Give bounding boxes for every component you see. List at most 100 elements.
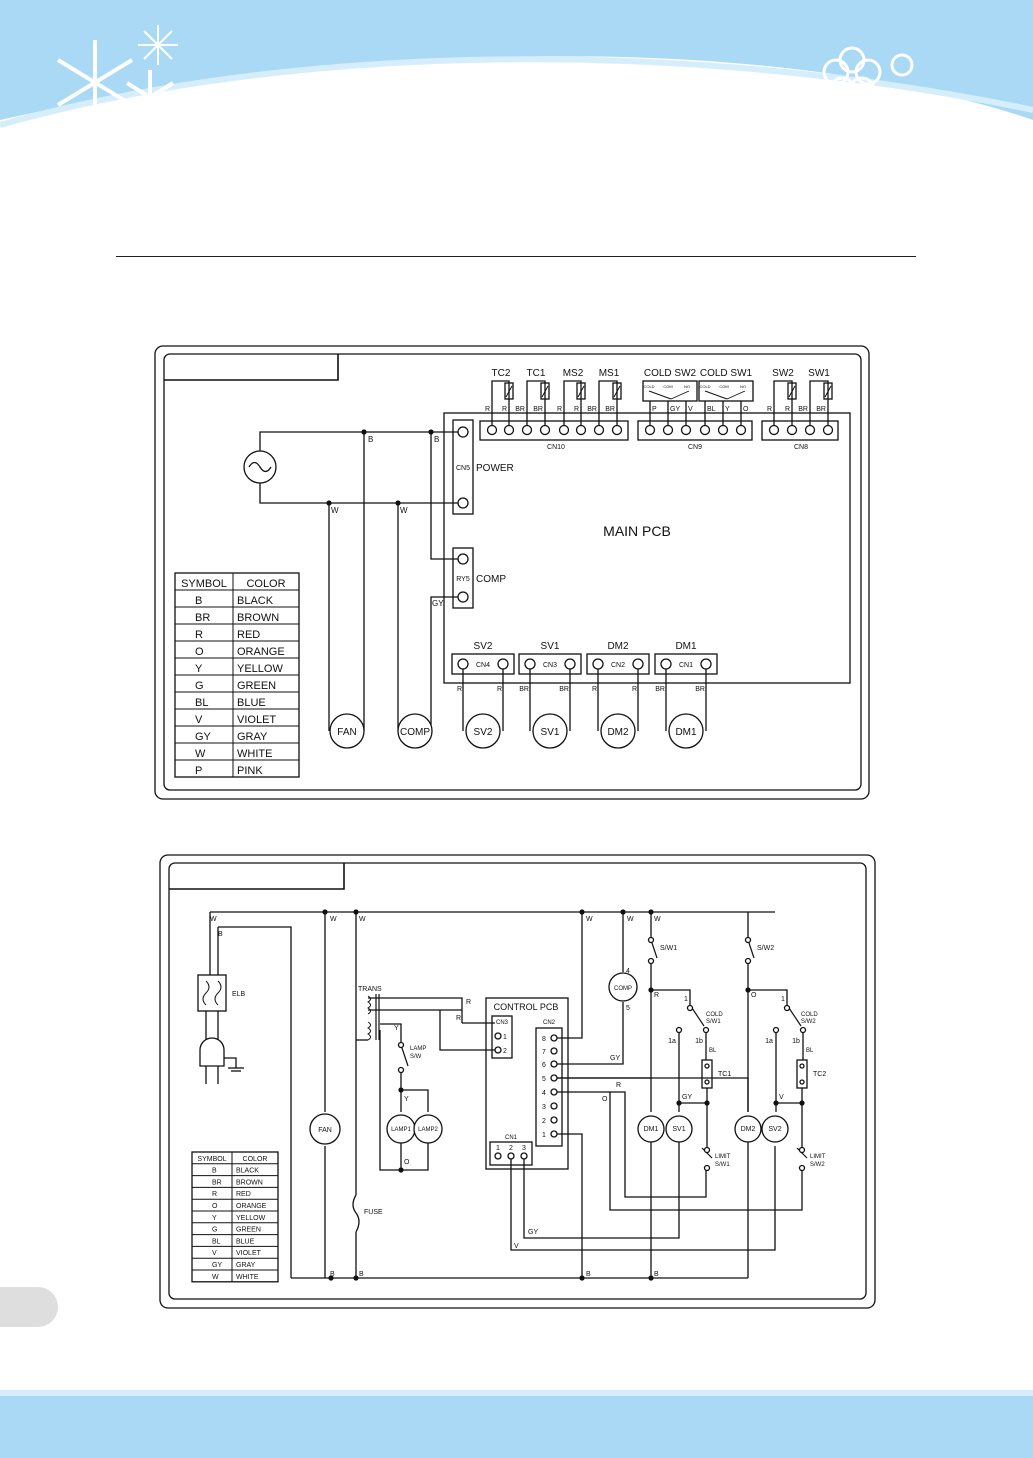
label: R [557, 406, 562, 413]
label: 2 [503, 1048, 507, 1055]
load-3 [668, 713, 704, 749]
wire [651, 989, 691, 1005]
legend-color: BROWN [237, 612, 279, 624]
legend-color: YELLOW [237, 663, 283, 675]
bottom-part-label: DM1 [675, 641, 697, 652]
terminal [768, 424, 780, 436]
load-2 [600, 713, 636, 749]
sw1-label: SW1 [808, 368, 830, 379]
tc2-icon [504, 382, 514, 400]
legend-color: YELLOW [236, 1215, 266, 1222]
label: P [652, 406, 657, 413]
terminal [397, 1066, 405, 1074]
control-pcb-box [485, 997, 569, 1170]
fuse-label: FUSE [364, 1209, 383, 1216]
terminal [804, 424, 816, 436]
cn8-connector [761, 420, 839, 441]
terminal [494, 1046, 502, 1054]
label: B [434, 435, 439, 444]
wire [401, 1143, 429, 1171]
label: BR [587, 406, 597, 413]
diagram2-outer-frame [159, 854, 876, 1309]
wire [400, 1044, 409, 1067]
legend-color: GREEN [236, 1227, 261, 1234]
terminal [702, 1026, 710, 1034]
cn5-connector [452, 419, 474, 515]
label: Y [394, 1025, 399, 1032]
section-rule [116, 256, 916, 257]
fan-label: FAN [318, 1127, 332, 1134]
junction-dot [676, 1100, 682, 1106]
legend-symbol: Y [212, 1215, 217, 1222]
terminal [675, 1026, 683, 1034]
wire [430, 596, 458, 715]
label: COM [719, 384, 728, 389]
legend-color: WHITE [237, 748, 272, 760]
comp-motor [608, 972, 638, 1002]
legend-symbol: G [212, 1227, 217, 1234]
lamp-sw-label: S/W [410, 1054, 422, 1060]
legend-symbol: W [195, 748, 206, 760]
label: 1a [765, 1038, 773, 1045]
legend-symbol: G [195, 680, 204, 692]
comp-connector-label: COMP [476, 574, 506, 585]
power-label: POWER [476, 463, 514, 474]
legend-header: COLOR [243, 1156, 268, 1163]
bottom-part-label: SV2 [474, 641, 493, 652]
terminal [507, 1152, 515, 1160]
label: 1a [668, 1038, 676, 1045]
legend-symbol: B [195, 595, 202, 607]
bottom-part-label: SV1 [541, 641, 560, 652]
label: BR [605, 406, 615, 413]
label: W [330, 916, 337, 923]
legend-color: GREEN [237, 680, 276, 692]
legend-symbol: P [195, 765, 202, 777]
legend-color: ORANGE [236, 1203, 267, 1210]
fan-load-label: FAN [337, 727, 356, 738]
label: GY [528, 1229, 538, 1236]
wire [726, 390, 746, 400]
label: R [485, 406, 490, 413]
terminal [744, 957, 752, 965]
legend-color: BLACK [236, 1168, 259, 1175]
ms1-label: MS1 [599, 368, 620, 379]
main-pcb-label: MAIN PCB [603, 523, 671, 539]
elb-label: ELB [232, 991, 246, 998]
legend-color: BLUE [237, 697, 266, 709]
label: 1b [695, 1038, 703, 1045]
terminal [550, 1074, 558, 1082]
terminal [822, 424, 834, 436]
terminal [644, 424, 656, 436]
terminal [772, 1026, 780, 1034]
legend-header: COLOR [246, 578, 285, 590]
trans-label: TRANS [358, 986, 382, 993]
sw1-label: S/W1 [660, 945, 677, 952]
bottom-connector-2 [586, 653, 650, 675]
wire [557, 1002, 624, 1065]
ms2-icon [576, 382, 586, 400]
label: B [330, 1271, 335, 1278]
terminal [703, 1146, 711, 1154]
terminal [521, 424, 533, 436]
bottom-part-label: DM2 [607, 641, 629, 652]
wire [505, 385, 513, 398]
cold-sw2-label: COLD [801, 1012, 818, 1018]
label: COM [663, 384, 672, 389]
label: GY [610, 1055, 620, 1062]
label: GY [682, 1094, 692, 1101]
legend-symbol: BR [212, 1179, 222, 1186]
legend-header: SYMBOL [181, 578, 227, 590]
comp-label: COMP [614, 986, 632, 992]
wire [609, 1092, 803, 1211]
label: 3 [522, 1145, 526, 1152]
legend-symbol: W [212, 1274, 219, 1281]
label: GY [432, 599, 444, 608]
terminal [704, 1063, 710, 1069]
wire [523, 1146, 680, 1239]
tc1-icon [540, 382, 550, 400]
legend-symbol: GY [212, 1262, 222, 1269]
label: R [767, 406, 772, 413]
legend-symbol: BL [195, 697, 208, 709]
page-number-tab [0, 1287, 58, 1327]
